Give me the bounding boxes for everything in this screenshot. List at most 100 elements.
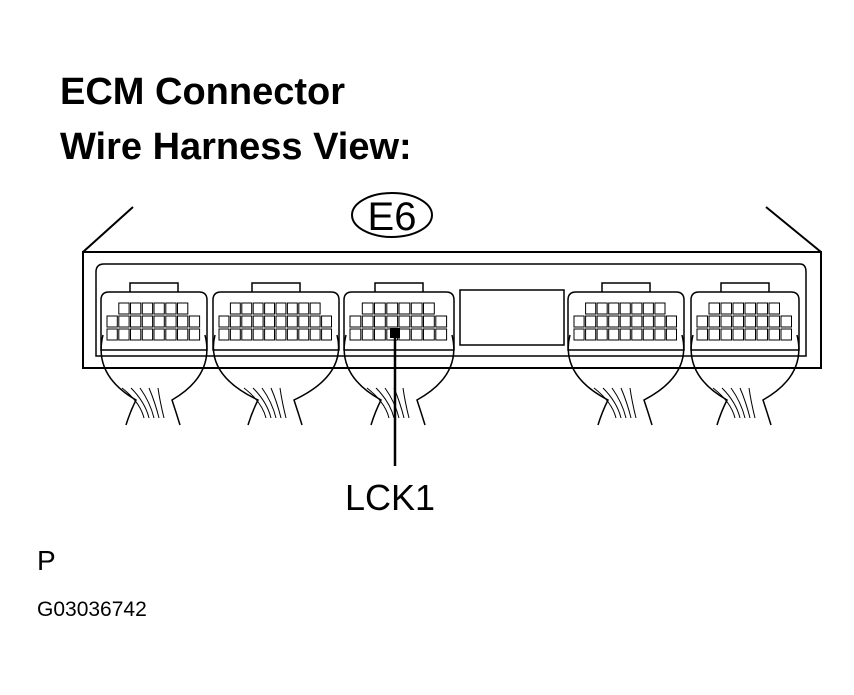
- pin-cavity: [768, 328, 780, 341]
- pin-cavity: [188, 315, 201, 328]
- pin-cavity: [349, 315, 362, 328]
- pin-cavity: [241, 315, 253, 328]
- pin-cavity: [756, 315, 768, 328]
- pin-cavity: [264, 315, 276, 328]
- pin-cavity: [130, 315, 142, 328]
- pin-cavity: [696, 315, 708, 328]
- wire-strand: [402, 387, 410, 419]
- pin-cavity: [309, 315, 321, 328]
- pin-cavity: [608, 328, 620, 341]
- pin-cavity: [619, 315, 631, 328]
- pin-cavity: [130, 328, 142, 341]
- wire-bundle-right: [293, 334, 340, 426]
- connector-block-1: [100, 282, 208, 426]
- wire-strand: [629, 387, 637, 419]
- pin-cavity: [708, 302, 720, 315]
- pin-cavity: [768, 315, 780, 328]
- pin-cavity: [423, 302, 435, 315]
- pin-cavity: [361, 302, 374, 315]
- pin-cavity: [720, 328, 732, 341]
- wire-strand: [375, 387, 395, 419]
- pin-cavity: [229, 315, 241, 328]
- pin-cavity: [744, 328, 756, 341]
- pin-cavity: [252, 315, 264, 328]
- diagram-title-line1: ECM Connector: [60, 71, 345, 113]
- pin-cavity: [188, 328, 201, 341]
- block-outline: [212, 291, 340, 351]
- pin-cavity: [252, 328, 264, 341]
- pin-cavity: [585, 302, 597, 315]
- pin-cavity: [275, 328, 287, 341]
- pin-cavity: [596, 328, 608, 341]
- pin-cavity: [286, 315, 298, 328]
- pin-cavity: [374, 315, 386, 328]
- footer-marker: P: [37, 545, 56, 576]
- wire-strand: [602, 387, 622, 419]
- pin-cavity: [275, 315, 287, 328]
- wire-strand: [270, 387, 282, 419]
- pin-cavity: [435, 328, 448, 341]
- housing-inner-frame: [95, 263, 807, 357]
- connector-block-4: [567, 282, 685, 426]
- wire-strand: [748, 387, 756, 419]
- connector-housing: [82, 251, 822, 369]
- pin-cavity: [608, 315, 620, 328]
- wire-bundle-right: [762, 334, 800, 426]
- pin-cavity: [252, 302, 264, 315]
- wire-strand: [279, 387, 287, 419]
- wire-strand: [593, 387, 617, 419]
- pin-cavity: [708, 328, 720, 341]
- pin-cavity: [744, 315, 756, 328]
- pin-cavity: [756, 302, 768, 315]
- pin-cavity: [398, 328, 411, 341]
- pin-cavity: [732, 328, 744, 341]
- wire-strand: [620, 387, 632, 419]
- latch-tab: [374, 282, 424, 292]
- pin-cavity: [423, 328, 435, 341]
- wire-bundle-left: [690, 334, 728, 426]
- pin-cavity: [241, 302, 253, 315]
- pin-cavity: [708, 315, 720, 328]
- pin-cavity: [218, 328, 230, 341]
- wire-strand: [157, 387, 165, 419]
- block-outline: [100, 291, 208, 351]
- pin-cavity: [768, 302, 780, 315]
- pin-cavity: [321, 315, 333, 328]
- pin-cavity: [177, 315, 189, 328]
- pin-cavity: [361, 328, 374, 341]
- pin-cavity: [642, 328, 654, 341]
- pin-cavity: [756, 328, 768, 341]
- pin-cavity: [720, 302, 732, 315]
- pin-cavity: [218, 315, 230, 328]
- pin-cavity: [410, 328, 423, 341]
- pin-cavity: [141, 302, 154, 315]
- pin-cavity: [398, 315, 411, 328]
- pin-cavity: [386, 302, 399, 315]
- pin-cavity: [229, 302, 241, 315]
- pin-cavity: [153, 302, 165, 315]
- wire-strand: [121, 387, 145, 419]
- housing-perspective-right: [765, 206, 822, 253]
- pin-cavity: [309, 302, 321, 315]
- pin-cavity: [720, 315, 732, 328]
- pin-cavity: [118, 315, 130, 328]
- diagram-title-line2: Wire Harness View:: [60, 126, 412, 168]
- pin-cavity: [321, 328, 333, 341]
- pin-cavity: [423, 315, 435, 328]
- wire-strand: [243, 387, 267, 419]
- pin-cavity: [349, 328, 362, 341]
- connector-block-3: [343, 282, 455, 426]
- pin-cavity: [361, 315, 374, 328]
- pin-cavity: [410, 302, 423, 315]
- pin-cavity: [642, 302, 654, 315]
- pin-cavity: [229, 328, 241, 341]
- pin-cavity: [410, 315, 423, 328]
- pin-cavity: [780, 328, 792, 341]
- wire-strand: [139, 387, 155, 419]
- pin-cavity: [780, 315, 792, 328]
- latch-tab: [601, 282, 651, 292]
- pin-cavity: [118, 302, 130, 315]
- pin-cavity: [177, 302, 189, 315]
- pin-cavity: [585, 328, 597, 341]
